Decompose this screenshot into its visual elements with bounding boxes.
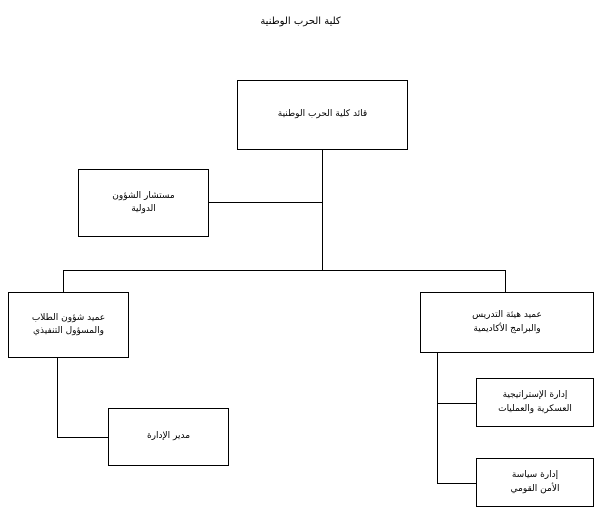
node-admin-director-label: مدير الإدارة — [146, 431, 191, 442]
connector-military-strategy-horizontal — [437, 403, 476, 404]
page-title: كلية الحرب الوطنية — [260, 16, 341, 27]
connector-drop-student-affairs — [63, 270, 64, 292]
connector-commander-trunk — [322, 150, 323, 270]
node-faculty-dean[interactable]: عميد هيئة التدريس والبرامج الأكاديمية — [420, 292, 594, 353]
node-admin-director[interactable]: مدير الإدارة — [108, 408, 229, 466]
connector-admin-horizontal — [57, 437, 109, 438]
node-commander-label: قائد كلية الحرب الوطنية — [277, 109, 368, 120]
connector-advisor-branch — [209, 202, 323, 203]
node-student-affairs-dean[interactable]: عميد شؤون الطلاب والمسؤول التنفيذي — [8, 292, 129, 358]
node-military-strategy-dept[interactable]: إدارة الإستراتيجية العسكرية والعمليات — [476, 378, 594, 427]
node-student-affairs-dean-label: عميد شؤون الطلاب والمسؤول التنفيذي — [31, 312, 106, 336]
node-faculty-dean-label: عميد هيئة التدريس والبرامج الأكاديمية — [472, 310, 542, 334]
connector-departments-vertical — [437, 353, 438, 484]
connector-admin-vertical — [57, 358, 58, 438]
node-international-affairs-advisor-label: مستشار الشؤون الدولية — [112, 190, 175, 214]
node-national-security-policy-dept[interactable]: إدارة سياسة الأمن القومي — [476, 458, 594, 507]
node-commander[interactable]: قائد كلية الحرب الوطنية — [237, 80, 408, 150]
node-national-security-policy-dept-label: إدارة سياسة الأمن القومي — [510, 470, 560, 494]
connector-main-branch-bar — [63, 270, 506, 271]
node-military-strategy-dept-label: إدارة الإستراتيجية العسكرية والعمليات — [498, 390, 572, 414]
connector-national-security-horizontal — [437, 483, 476, 484]
node-international-affairs-advisor[interactable]: مستشار الشؤون الدولية — [78, 169, 209, 237]
connector-drop-faculty-dean — [505, 270, 506, 292]
